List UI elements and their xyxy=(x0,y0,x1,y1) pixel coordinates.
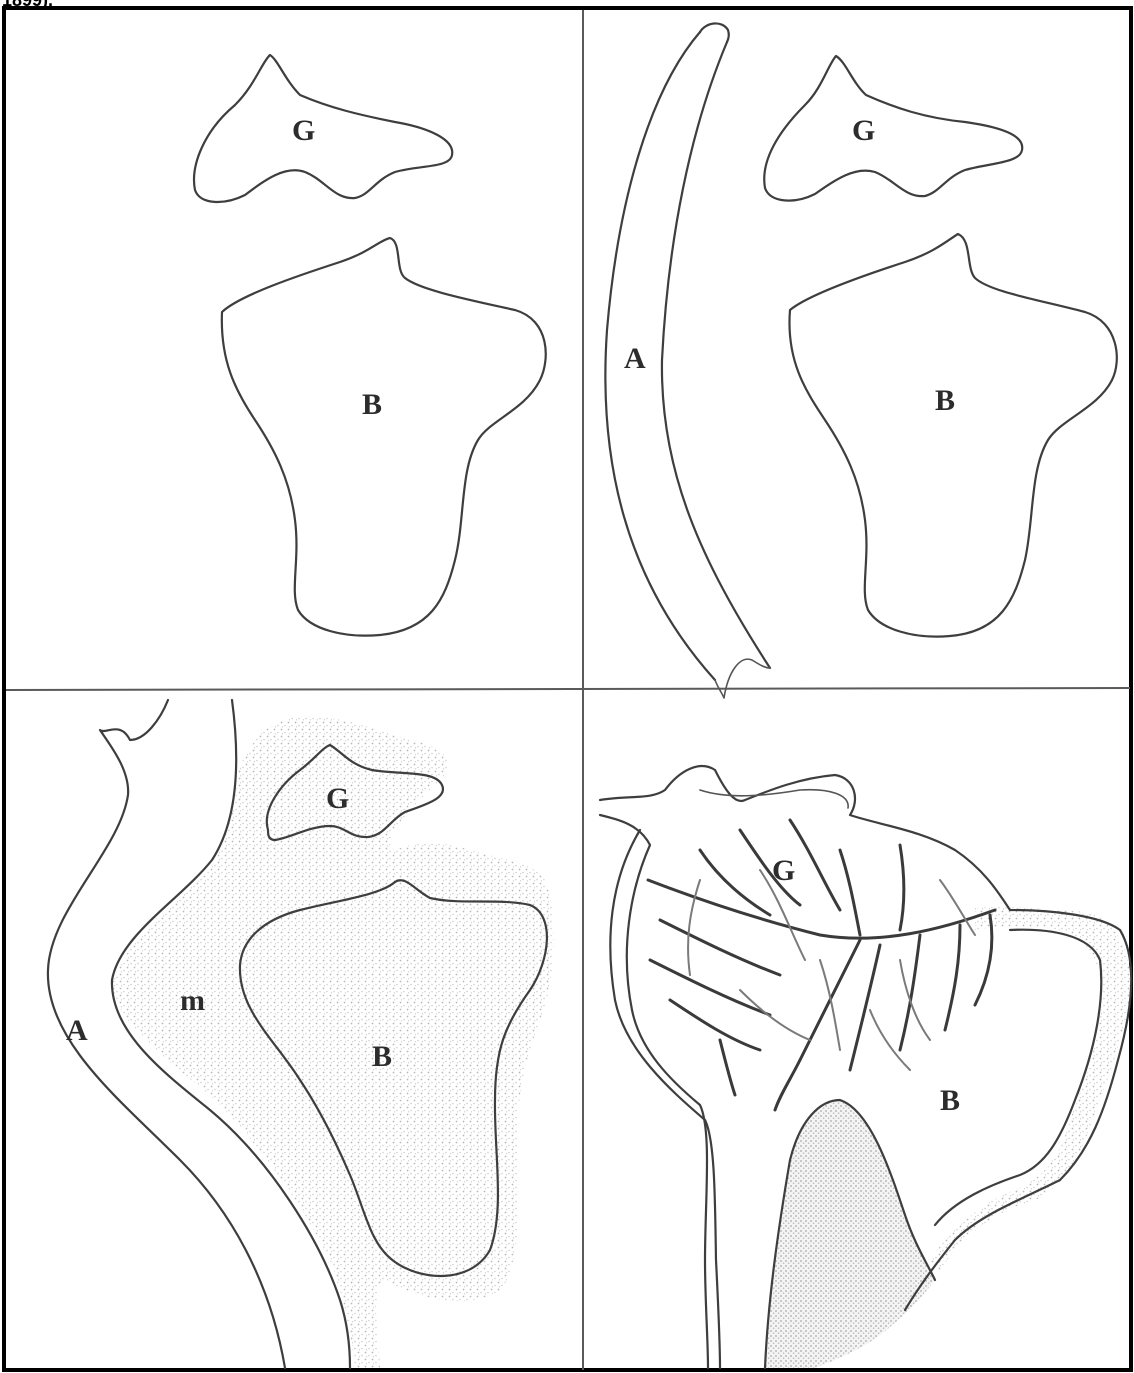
label-g-bottom-left: G xyxy=(326,782,349,815)
outline-vesicle-inner xyxy=(610,830,720,1368)
label-g-top-right: G xyxy=(852,114,875,147)
horizontal-divider xyxy=(6,688,1130,690)
label-b-bottom-right: B xyxy=(940,1084,960,1117)
label-m-bottom-left: m xyxy=(180,984,205,1017)
outline-a-bottom-notch xyxy=(715,659,770,698)
label-a-bottom-left: A xyxy=(66,1014,88,1047)
outline-b-cavity-bottom-right xyxy=(935,930,1101,1225)
panel-bottom-right: G B xyxy=(600,766,1131,1368)
label-b-top-right: B xyxy=(935,384,955,417)
label-b-bottom-left: B xyxy=(372,1040,392,1073)
label-a-top-right: A xyxy=(624,342,646,375)
label-g-top-left: G xyxy=(292,114,315,147)
panel-bottom-left: A m G B xyxy=(48,700,554,1368)
panel-top-left: G B xyxy=(194,55,546,636)
outline-a-outer-top-right xyxy=(605,32,715,680)
vessel-network xyxy=(648,820,995,1110)
outline-g-top-left xyxy=(194,55,452,202)
outline-stalk-left xyxy=(600,815,708,1368)
outline-b-top-left xyxy=(222,238,546,636)
outline-a-top-cap xyxy=(700,23,729,42)
panel-top-right: A G B xyxy=(605,23,1116,698)
stalk-region xyxy=(765,1100,935,1368)
outline-b-top-right xyxy=(789,234,1116,637)
outline-a-inner-top-right xyxy=(662,42,770,668)
outline-g-top-right xyxy=(764,56,1022,201)
outline-g-membrane xyxy=(700,790,848,808)
label-b-top-left: B xyxy=(362,388,382,421)
label-g-bottom-right: G xyxy=(772,854,795,887)
